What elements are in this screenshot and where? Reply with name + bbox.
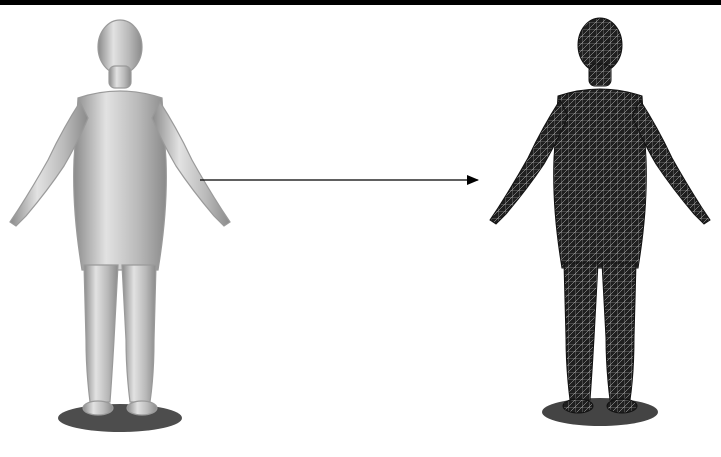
- source-scan-figure: [10, 20, 230, 415]
- target-model-panel: [490, 18, 710, 426]
- top-border: [0, 0, 721, 5]
- source-ground-shadow: [58, 404, 182, 432]
- source-model-panel: [10, 20, 230, 432]
- target-ground-shadow: [542, 398, 658, 426]
- target-mesh-figure: [490, 18, 710, 413]
